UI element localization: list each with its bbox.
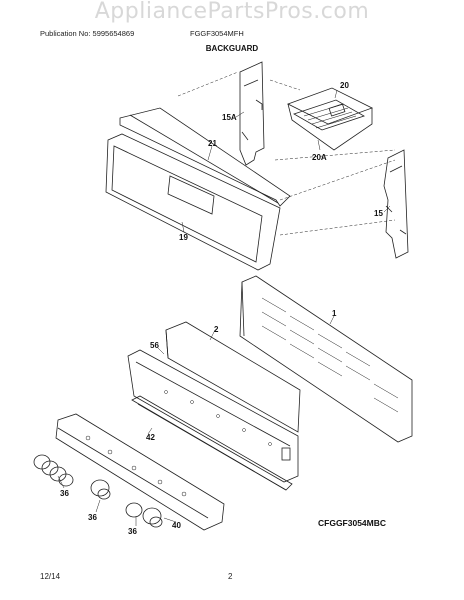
part-20-control-board (286, 87, 374, 151)
part-40-control-panel (55, 413, 225, 531)
part-21-top-trim (119, 107, 291, 207)
publication-number: Publication No: 5995654869 (40, 29, 135, 38)
part-42-trim-strip (131, 395, 293, 491)
callout-36-b: 36 (88, 513, 97, 522)
callout-15a: 15A (222, 113, 237, 122)
leader-lines (57, 89, 391, 526)
section-title: BACKGUARD (205, 44, 259, 53)
model-number: FGGF3054MFH (190, 29, 244, 38)
callout-56: 56 (150, 341, 159, 350)
footer-date: 12/14 (40, 572, 61, 581)
part-15-bracket (383, 149, 409, 259)
callout-36-a: 36 (60, 489, 69, 498)
callout-20a: 20A (312, 153, 327, 162)
alignment-lines-upper (177, 71, 396, 236)
callout-36-c: 36 (128, 527, 137, 536)
part-2-heat-shield (165, 321, 301, 433)
callout-15: 15 (374, 209, 383, 218)
part-15a-bracket (239, 61, 265, 166)
callout-42: 42 (146, 433, 155, 442)
callout-19: 19 (179, 233, 188, 242)
footer-page-number: 2 (228, 572, 233, 581)
callout-20: 20 (340, 81, 349, 90)
callout-40: 40 (172, 521, 181, 530)
part-1-rear-panel (239, 275, 413, 443)
callout-2: 2 (214, 325, 219, 334)
part-36-knobs (33, 454, 163, 528)
callout-21: 21 (208, 139, 217, 148)
diagram-code: CFGGF3054MBC (318, 518, 387, 528)
watermark: AppliancePartsPros.com (94, 0, 370, 24)
part-19-glass-panel (105, 133, 281, 271)
callout-1: 1 (332, 309, 337, 318)
part-56-frame (127, 349, 299, 483)
